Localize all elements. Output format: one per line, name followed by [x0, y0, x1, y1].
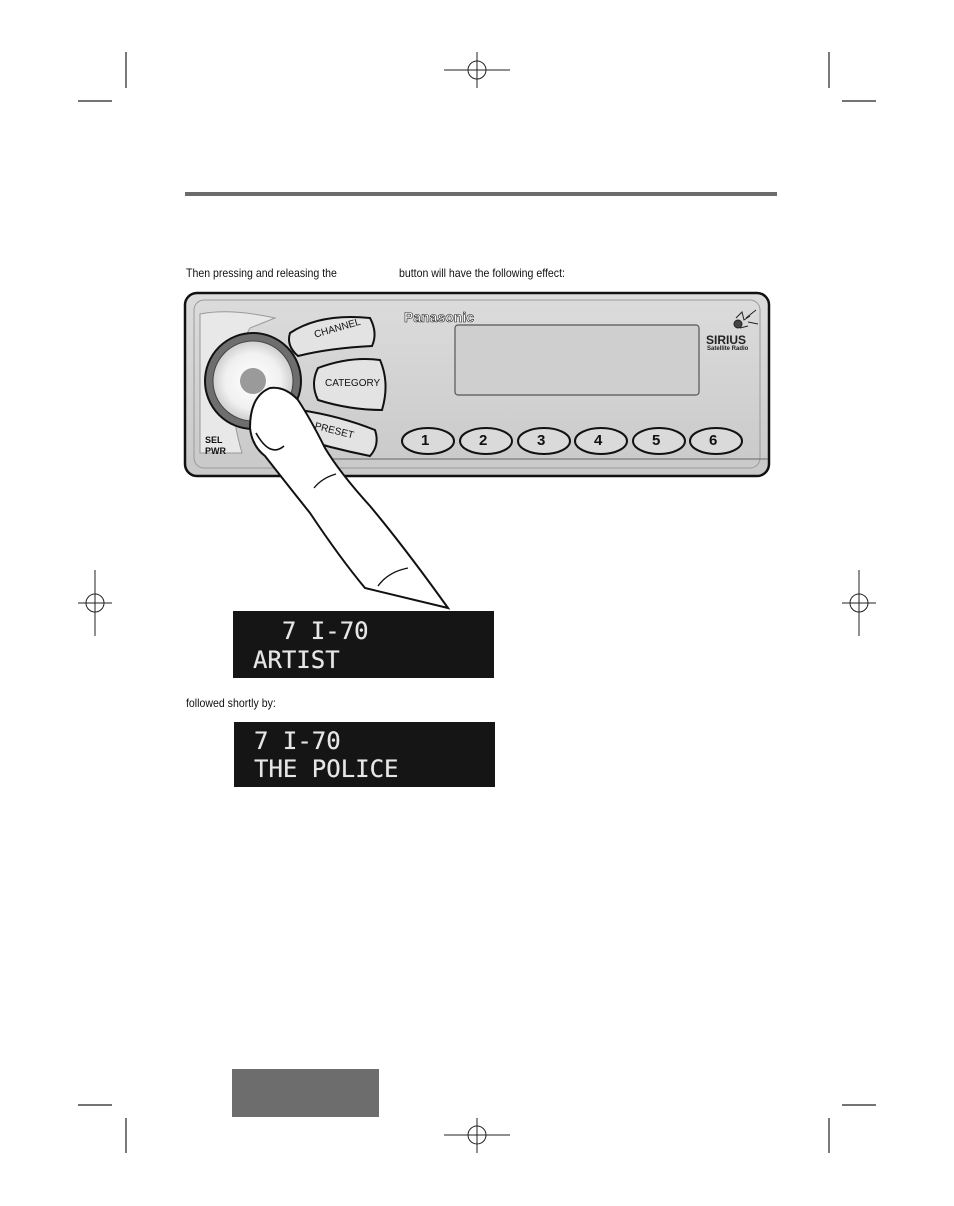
registration-mark-icon — [842, 570, 876, 636]
caption-followed-by: followed shortly by: — [186, 696, 276, 710]
preset-4-button[interactable]: 4 — [594, 432, 603, 449]
sirius-dog-icon — [733, 309, 759, 329]
lcd-display-police: 7 I-70 THE POLICE — [234, 722, 495, 787]
preset-5-button[interactable]: 5 — [652, 432, 661, 449]
preset-3-button[interactable]: 3 — [537, 432, 546, 449]
intro-text-start: Then pressing and releasing the — [186, 266, 337, 280]
category-button — [313, 358, 387, 412]
preset-2-button[interactable]: 2 — [479, 432, 488, 449]
radio-faceplate — [183, 291, 771, 610]
lcd-line-1: 7 I-70 — [254, 727, 341, 755]
sirius-subtitle: Satellite Radio — [707, 346, 749, 352]
registration-mark-icon — [78, 570, 112, 636]
channel-button — [288, 316, 376, 358]
intro-text-end: button will have the following effect: — [399, 266, 565, 280]
preset-1-button[interactable]: 1 — [421, 432, 430, 449]
lcd-line-1: 7 I-70 — [253, 617, 369, 645]
sirius-logo: SIRIUS — [706, 333, 747, 347]
category-button-label[interactable]: CATEGORY — [325, 378, 381, 389]
registration-mark-icon — [444, 1118, 510, 1153]
lcd-display-artist: 7 I-70 ARTIST — [233, 611, 494, 678]
lcd-line-2: THE POLICE — [254, 755, 399, 783]
page-tab-block — [232, 1069, 379, 1117]
registration-mark-icon — [444, 52, 510, 88]
finger-press-icon — [248, 386, 451, 610]
brand-logo: Panasonic — [404, 309, 475, 326]
preset-6-button[interactable]: 6 — [709, 432, 718, 449]
sel-label: SEL — [205, 435, 223, 445]
pwr-label: PWR — [205, 446, 226, 456]
lcd-line-2: ARTIST — [253, 646, 340, 674]
section-rule — [185, 192, 777, 196]
preset-buttons-row — [401, 427, 743, 455]
